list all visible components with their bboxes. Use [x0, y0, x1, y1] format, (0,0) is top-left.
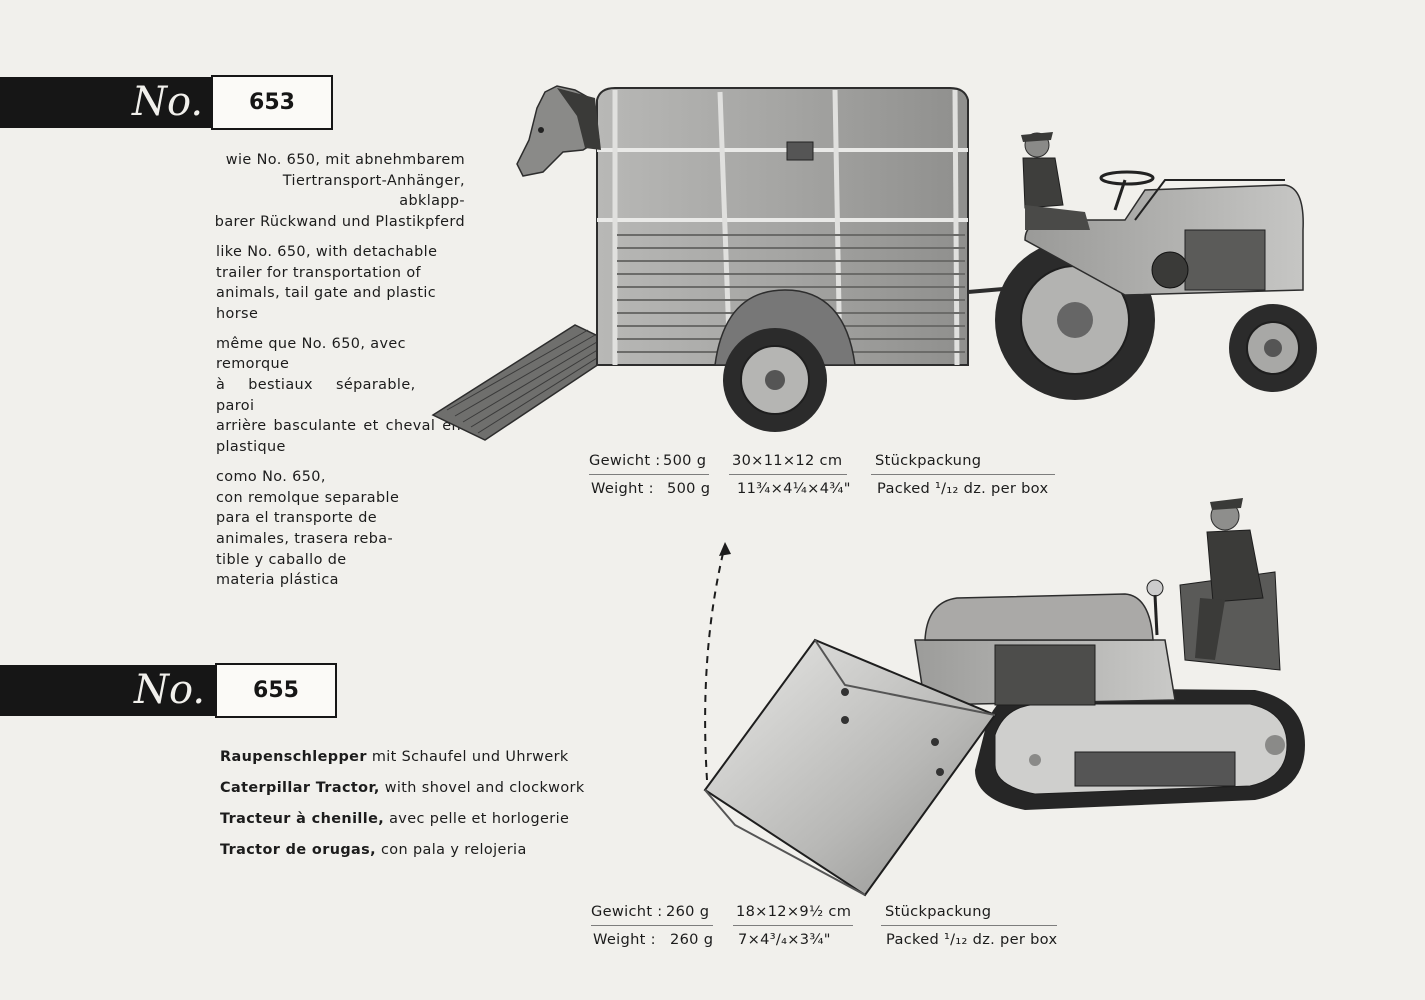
spec-rule — [591, 925, 713, 926]
packing-de: Stückpackung — [875, 452, 982, 469]
item-653-spec-table: Gewicht : 500 g 30×11×12 cm Stückpackung… — [589, 452, 1059, 502]
description-de: wie No. 650, mit abnehmbarem Tiertranspo… — [214, 152, 465, 231]
caterpillar-tractor-with-shovel-icon — [703, 498, 1305, 897]
item-653-number: 653 — [211, 75, 333, 130]
dimensions-cm: 30×11×12 cm — [732, 452, 843, 469]
item-655-no-mark: No. — [134, 667, 206, 713]
weight-de-value: 260 g — [666, 903, 710, 920]
description-en: like No. 650, with detachable trailer fo… — [216, 243, 438, 322]
spec-rule — [733, 925, 853, 926]
weight-de-label: Gewicht : — [589, 452, 661, 469]
spec-rule — [871, 474, 1055, 475]
dimensions-cm: 18×12×9½ cm — [736, 903, 852, 920]
spec-rule — [881, 925, 1057, 926]
tractor-with-horse-trailer-icon — [431, 85, 1317, 441]
description-es: como No. 650, con remolque separable par… — [216, 468, 400, 589]
spec-rule — [589, 474, 709, 475]
packing-en: Packed ¹/₁₂ dz. per box — [877, 480, 1049, 497]
weight-en-value: 500 g — [667, 480, 711, 497]
item-655-header-band — [0, 665, 220, 716]
packing-en: Packed ¹/₁₂ dz. per box — [886, 931, 1058, 948]
packing-de: Stückpackung — [885, 903, 992, 920]
weight-de-value: 500 g — [663, 452, 707, 469]
feature-fr: Tracteur à chenille, avec pelle et horlo… — [220, 811, 570, 827]
item-655-features: Raupenschlepper mit Schaufel und Uhrwerk… — [220, 749, 600, 873]
weight-en-value: 260 g — [670, 931, 714, 948]
feature-en: Caterpillar Tractor, with shovel and clo… — [220, 780, 585, 796]
feature-de: Raupenschlepper mit Schaufel und Uhrwerk — [220, 749, 569, 765]
weight-en-label: Weight : — [591, 480, 654, 497]
dimensions-inch: 7×4³/₄×3¾" — [738, 931, 831, 948]
spec-rule — [729, 474, 847, 475]
description-fr: même que No. 650, avec remorque à bestia… — [216, 335, 462, 456]
weight-de-label: Gewicht : — [591, 903, 663, 920]
item-653-no-mark: No. — [132, 79, 204, 125]
item-655-number: 655 — [215, 663, 337, 718]
weight-en-label: Weight : — [593, 931, 656, 948]
dimensions-inch: 11¾×4¼×4¾" — [737, 480, 851, 497]
item-655-spec-table: Gewicht : 260 g 18×12×9½ cm Stückpackung… — [591, 903, 1061, 953]
item-653-header-band — [0, 77, 215, 128]
item-653-description: wie No. 650, mit abnehmbarem Tiertranspo… — [214, 150, 465, 600]
feature-es: Tractor de orugas, con pala y relojeria — [220, 842, 527, 858]
